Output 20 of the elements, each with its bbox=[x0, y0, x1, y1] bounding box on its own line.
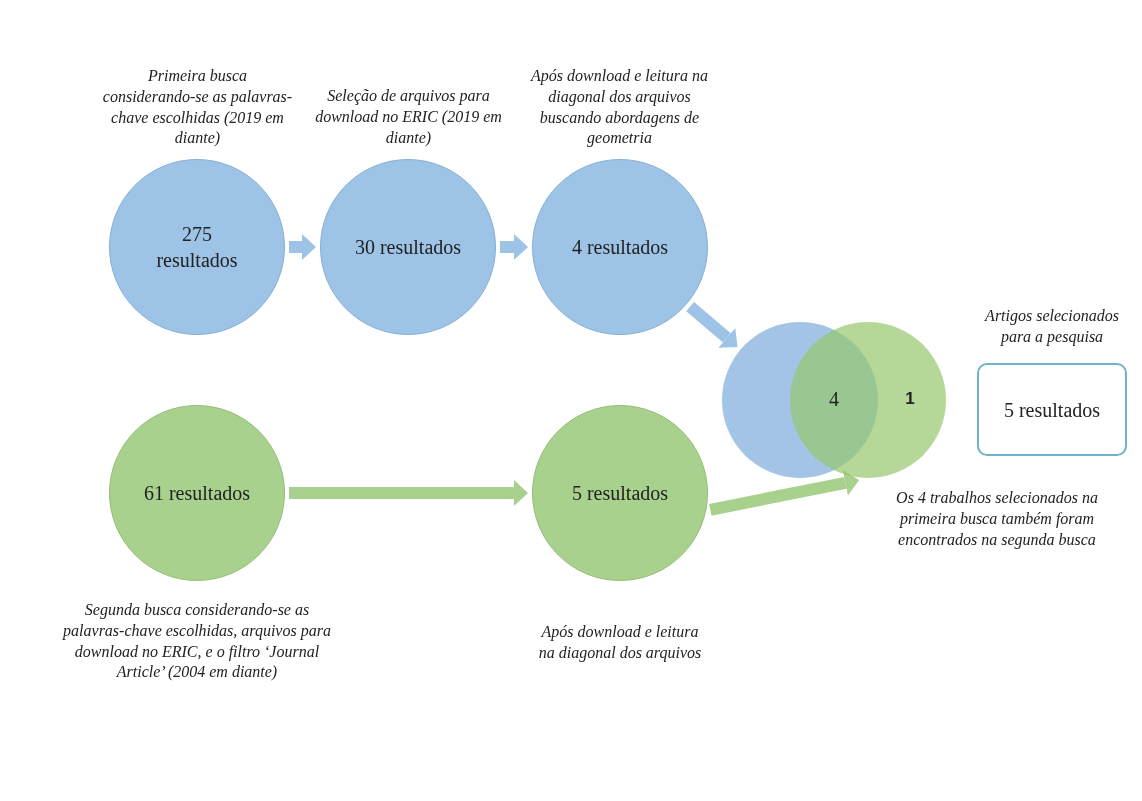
caption-text: Artigos selecionados para a pesquisa bbox=[983, 306, 1120, 348]
arrow bbox=[500, 234, 528, 260]
result-count: 5 resultados bbox=[1003, 397, 1101, 423]
caption-text: Após download e leitura na diagonal dos arquivos bbox=[537, 622, 703, 664]
caption-text: Após download e leitura na diagonal dos arquivos buscando abordagens de geometria bbox=[529, 66, 709, 149]
arrow bbox=[289, 234, 316, 260]
overlap-count: 4 bbox=[828, 387, 840, 412]
result-count: 4 resultados bbox=[571, 235, 669, 260]
result-box bbox=[977, 363, 1127, 456]
arrow bbox=[289, 480, 528, 506]
count-label: 1 bbox=[904, 388, 916, 410]
result-count: 275 resultados bbox=[155, 222, 239, 273]
result-count: 30 resultados bbox=[354, 235, 462, 260]
caption-text: Segunda busca considerando-se as palavras-chave escolhidas, arquivos para download no ERIC, e o filtro ‘Journal Article’ (2004 em diante) bbox=[61, 600, 332, 683]
result-count: 5 resultados bbox=[571, 481, 669, 506]
note-text: Os 4 trabalhos selecionados na primeira busca também foram encontrados na segunda busca bbox=[895, 488, 1099, 551]
result-count: 61 resultados bbox=[143, 481, 251, 506]
arrow bbox=[686, 302, 738, 348]
caption-text: Primeira busca considerando-se as palavras-chave escolhidas (2019 em diante) bbox=[101, 66, 294, 149]
caption-text: Seleção de arquivos para download no ERIC (2019 em diante) bbox=[314, 86, 503, 149]
